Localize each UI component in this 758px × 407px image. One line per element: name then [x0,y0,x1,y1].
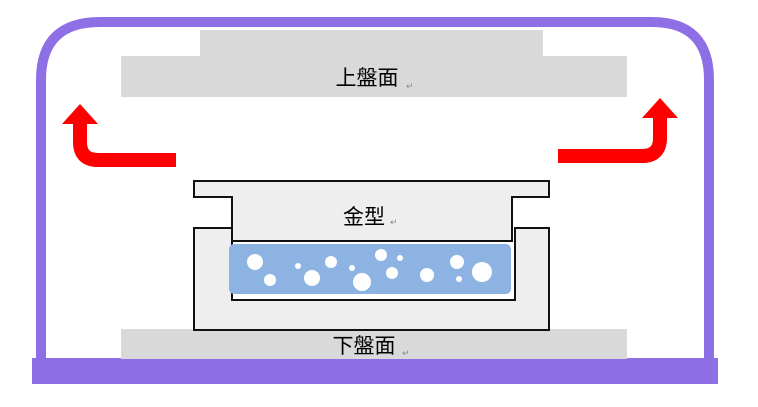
bubble [375,249,387,261]
mold-label: 金型 [343,205,385,229]
right-flow-arrow [558,98,678,163]
bubble [304,270,320,286]
material-with-bubbles [229,244,511,294]
bubble [420,268,434,282]
bubble [386,267,398,279]
return-mark: ↵ [390,218,398,228]
bubble [353,273,371,291]
lower-platen: 下盤面 ↵ [121,329,627,359]
bubble [264,274,276,286]
bubble [349,265,355,271]
return-mark: ↵ [402,349,410,359]
left-flow-arrow [62,104,176,167]
lower-platen-label: 下盤面 [333,334,396,358]
return-mark: ↵ [406,82,414,92]
bubble [247,254,263,270]
upper-platen: 上盤面 ↵ [121,30,627,97]
upper-platen-label: 上盤面 [336,66,399,90]
chamber-outline [36,17,714,362]
mold-upper-half [193,180,550,242]
bubble [472,262,492,282]
bubble [397,255,403,261]
chamber-base [32,358,718,384]
bubble [456,276,462,282]
bubble [450,255,464,269]
bubble [325,256,337,268]
bubble [295,263,301,269]
